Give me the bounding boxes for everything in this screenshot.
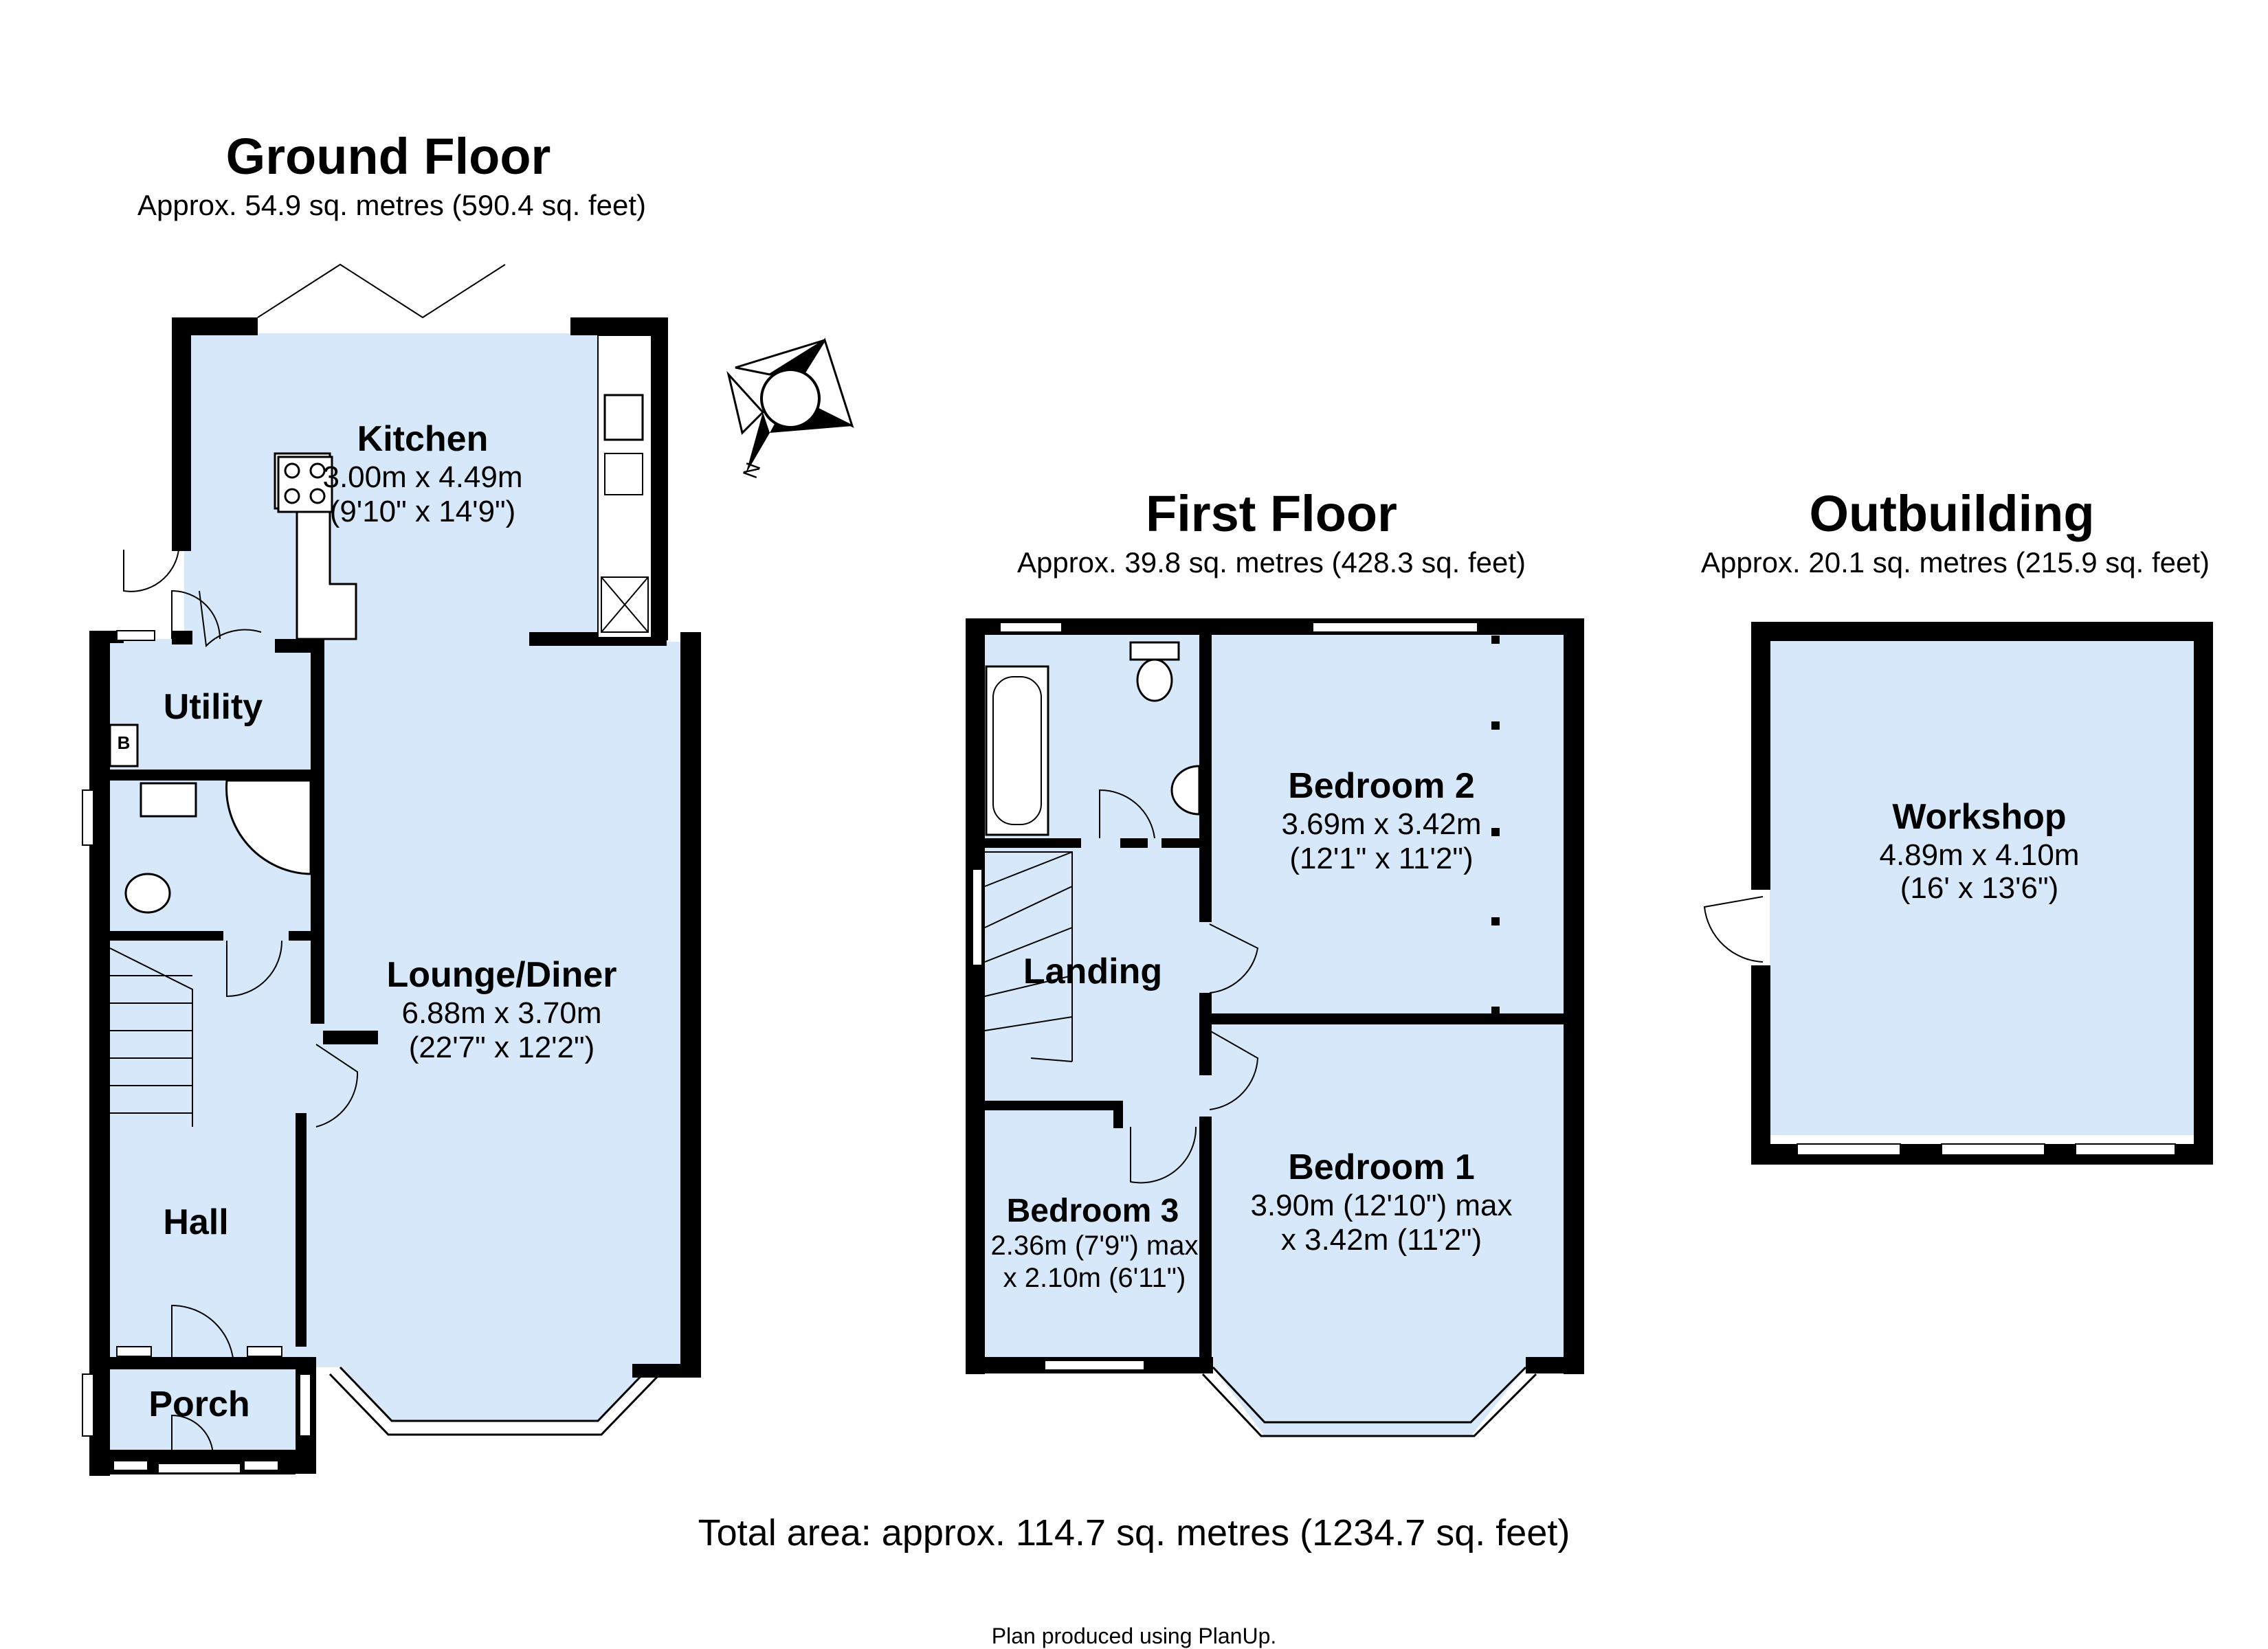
compass-icon (726, 337, 854, 474)
wall (289, 931, 323, 941)
wall (680, 632, 701, 1374)
drainer (604, 453, 643, 495)
wall (985, 1101, 1122, 1110)
hob-ring (309, 462, 326, 479)
hob-ring (284, 488, 300, 504)
wall (1199, 633, 1212, 922)
windows (82, 630, 311, 1474)
wall (110, 931, 223, 941)
door-swing (1703, 896, 1764, 963)
kitchen-dimensions-metric: 3.00m x 4.49m (322, 460, 523, 494)
wall (172, 631, 192, 644)
toilet-icon (124, 873, 171, 914)
wall (172, 317, 258, 335)
boiler-label: B (117, 732, 131, 753)
hall-label: Hall (163, 1202, 229, 1242)
first-floor-title: First Floor (1146, 485, 1397, 542)
boiler-box (109, 723, 139, 767)
bedroom-1-label: Bedroom 1 (1288, 1147, 1475, 1187)
bedroom-1-dimensions-depth: x 3.42m (11'2") (1280, 1223, 1482, 1257)
porch-label: Porch (148, 1384, 250, 1424)
wall (1120, 838, 1148, 848)
shower-tray-icon (225, 779, 312, 875)
bedroom-3-dimensions-width: 2.36m (7'9") max (990, 1231, 1199, 1261)
wall (89, 1357, 296, 1369)
wall (1199, 993, 1212, 1075)
first-floor-plan (966, 618, 1584, 1437)
first-floor-fill (983, 633, 1566, 1436)
wall (985, 838, 1081, 848)
ground-floor-plan (82, 263, 701, 1476)
bedroom-2-dimensions-metric: 3.69m x 3.42m (1281, 807, 1482, 841)
bedroom-2-label: Bedroom 2 (1288, 766, 1475, 806)
lounge-diner-dimensions-imperial: (22'7" x 12'2") (408, 1031, 595, 1064)
kitchen-dimensions-imperial: (9'10" x 14'9") (329, 495, 516, 528)
outbuilding-fill (1770, 640, 2199, 1135)
wardrobe-markers (1491, 636, 1500, 1015)
plan-credit: Plan produced using PlanUp. (991, 1624, 1277, 1648)
windows (1797, 1143, 2176, 1156)
windows (972, 622, 1478, 1371)
bedroom-3-label: Bedroom 3 (1006, 1193, 1179, 1229)
basin-icon (140, 782, 197, 818)
first-floor-area: Approx. 39.8 sq. metres (428.3 sq. feet) (1016, 546, 1526, 579)
workshop-dimensions-imperial: (16' x 13'6") (1900, 871, 2059, 905)
outbuilding-area: Approx. 20.1 sq. metres (215.9 sq. feet) (1700, 546, 2210, 579)
workshop-label: Workshop (1892, 797, 2067, 837)
wall (1199, 1013, 1567, 1024)
wall (570, 317, 667, 335)
kitchen-label: Kitchen (357, 419, 489, 459)
sink-icon (603, 394, 644, 441)
wall (1199, 1117, 1212, 1371)
toilet-icon (1136, 658, 1173, 702)
wall (296, 1113, 307, 1347)
wall (1751, 622, 2212, 641)
staircase (109, 947, 193, 1127)
lounge-diner-dimensions-metric: 6.88m x 3.70m (401, 996, 602, 1030)
door-swings (123, 549, 359, 1457)
wall (1113, 1101, 1123, 1128)
wall (1751, 965, 1770, 1165)
ground-floor-title: Ground Floor (225, 128, 551, 185)
bath-inner (992, 676, 1042, 825)
wall (89, 631, 110, 1476)
bay-window (1201, 1373, 1537, 1437)
hob-ring (309, 488, 326, 504)
wall (110, 770, 323, 781)
workshop-dimensions-metric: 4.89m x 4.10m (1879, 838, 2080, 872)
ground-floor-area: Approx. 54.9 sq. metres (590.4 sq. feet) (137, 189, 647, 221)
hob-ring (284, 462, 300, 479)
landing-label: Landing (1023, 952, 1163, 991)
wall (966, 618, 985, 1374)
appliance-cross (601, 576, 649, 633)
bay-window (1212, 1366, 1527, 1424)
bedroom-2-dimensions-imperial: (12'1" x 11'2") (1289, 842, 1474, 875)
wall (652, 317, 668, 640)
wall (172, 317, 191, 551)
staircase (984, 851, 1073, 1062)
cistern-icon (1129, 641, 1180, 661)
wall (1564, 618, 1584, 1374)
wall (1751, 622, 1770, 890)
wall (1161, 838, 1203, 848)
wall (311, 639, 324, 1024)
door-swings (1099, 789, 1259, 1184)
bay-window (329, 1373, 661, 1436)
bedroom-1-dimensions-width: 3.90m (12'10") max (1250, 1189, 1513, 1222)
bifold-doors (257, 263, 506, 319)
wall (1526, 1357, 1584, 1373)
bay-window (339, 1366, 651, 1422)
outbuilding-title: Outbuilding (1809, 485, 2095, 542)
bedroom-3-dimensions-depth: x 2.10m (6'11") (1003, 1263, 1186, 1293)
lounge-diner-label: Lounge/Diner (386, 955, 617, 995)
wall (2194, 622, 2213, 1165)
wall (89, 631, 124, 643)
ground-floor-fill (110, 333, 680, 1457)
utility-label: Utility (163, 687, 263, 727)
basin-icon (1170, 765, 1201, 816)
total-area: Total area: approx. 114.7 sq. metres (12… (698, 1512, 1570, 1553)
wall (323, 1031, 378, 1044)
outbuilding-plan (1703, 622, 2213, 1165)
